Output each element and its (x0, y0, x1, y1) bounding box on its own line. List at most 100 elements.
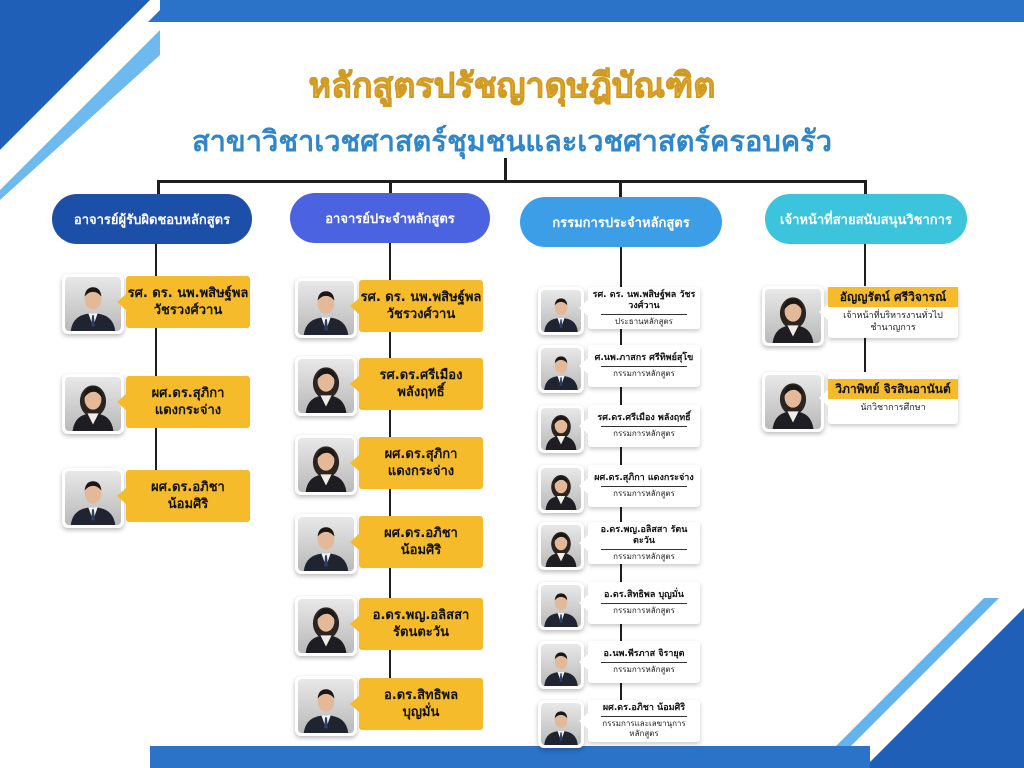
person-silhouette-icon (545, 532, 577, 567)
person-name: อ.ดร.พญ.อลิสสา รัตนตะวัน (600, 524, 688, 546)
person-role: กรรมการหลักสูตร (613, 489, 675, 498)
person-name: ผศ.ดร.สุภิกา แดงกระจ่าง (594, 473, 694, 483)
person-silhouette-icon (544, 711, 578, 745)
nameplate: รศ. ดร. นพ.พสิษฐ์พล วัชรวงศ์วาน (350, 280, 483, 332)
divider (601, 662, 687, 663)
person-name-line1: รศ. ดร. นพ.พสิษฐ์พล (360, 290, 482, 305)
person-name-line1: อ.ดร.พญ.อลิสสา (372, 608, 470, 623)
portrait-photo (538, 582, 584, 630)
portrait-photo (538, 641, 584, 689)
person-name-line1: ผศ.ดร.สุภิกา (384, 447, 458, 462)
person-name-line2: พลังฤทธิ์ (397, 385, 445, 400)
portrait-photo (538, 287, 584, 335)
portrait-photo (295, 356, 357, 416)
portrait-photo (62, 468, 124, 528)
bottom-accent-bar (150, 746, 870, 768)
person-name: รศ.ดร.ศรีเมือง พลังฤทธิ์ (597, 413, 691, 423)
nameplate: อ.ดร.พญ.อลิสสา รัตนตะวัน กรรมการหลักสูตร (579, 522, 700, 564)
person-role: กรรมการหลักสูตร (613, 429, 675, 438)
connector-drop-4 (864, 180, 867, 196)
person-name: อัญญรัตน์ ศรีวิจารณ์ (828, 287, 958, 307)
header-program-faculty: อาจารย์ประจำหลักสูตร (290, 193, 490, 243)
person-name: ศ.นพ.ภาสกร ศรีทิพย์สุโข (594, 353, 694, 363)
person-name-line2: น้อมศิริ (167, 497, 209, 512)
person-name: อ.นพ.พีรภาส จิรายุต (603, 649, 685, 659)
divider (601, 426, 687, 427)
person-silhouette-icon (772, 297, 814, 343)
portrait-photo (538, 345, 584, 393)
nameplate: อัญญรัตน์ ศรีวิจารณ์ เจ้าหน้าที่บริหารงา… (819, 286, 958, 338)
person-role: กรรมการหลักสูตร (613, 551, 675, 561)
nameplate: อ.ดร.พญ.อลิสสา รัตนตะวัน (350, 598, 483, 650)
person-silhouette-icon (544, 356, 578, 390)
top-accent-bar (0, 0, 1024, 22)
person-name: ผศ.ดร.อภิชา น้อมศิริ (602, 703, 686, 713)
person-silhouette-icon (70, 287, 116, 331)
person-name-line1: ผศ.ดร.อภิชา (384, 526, 458, 541)
person-silhouette-icon (544, 298, 578, 332)
person-silhouette-icon (305, 367, 347, 413)
nameplate: ผศ.ดร.อภิชา น้อมศิริ (350, 516, 483, 568)
person-name-line2: แดงกระจ่าง (154, 403, 222, 418)
connector-column-1 (155, 244, 157, 484)
person-role: กรรมการหลักสูตร (613, 606, 675, 615)
person-role: เจ้าหน้าที่บริหารงานทั่วไป ชำนาญการ (843, 311, 943, 333)
nameplate: ผศ.ดร.อภิชา น้อมศิริ (117, 470, 250, 522)
portrait-photo (62, 374, 124, 434)
nameplate: รศ.ดร.ศรีเมือง พลังฤทธิ์ (350, 358, 483, 410)
person-silhouette-icon (72, 385, 114, 431)
person-silhouette-icon (303, 527, 349, 571)
header-program-committee: กรรมการประจำหลักสูตร (520, 197, 722, 247)
portrait-photo (538, 465, 584, 513)
divider (601, 548, 687, 550)
divider (601, 486, 687, 487)
nameplate: รศ. ดร. นพ.พสิษฐ์พล วัชรวงศ์วาน (117, 276, 250, 328)
portrait-photo (762, 372, 824, 432)
connector-horizontal (157, 180, 866, 183)
diagram-title: หลักสูตรปรัชญาดุษฎีบัณฑิต (308, 66, 716, 107)
person-silhouette-icon (544, 652, 578, 686)
connector-trunk (504, 158, 507, 182)
nameplate: ผศ.ดร.สุภิกา แดงกระจ่าง กรรมการหลักสูตร (579, 465, 700, 507)
portrait-photo (295, 278, 357, 338)
person-silhouette-icon (303, 689, 349, 733)
portrait-photo (62, 274, 124, 334)
divider (601, 313, 687, 315)
portrait-photo (295, 676, 357, 736)
nameplate: ผศ.ดร.สุภิกา แดงกระจ่าง (350, 437, 483, 489)
connector-drop-3 (619, 180, 622, 200)
portrait-photo (295, 596, 357, 656)
person-role: กรรมการหลักสูตร (613, 665, 675, 674)
portrait-photo (538, 700, 584, 748)
nameplate: ผศ.ดร.สุภิกา แดงกระจ่าง (117, 376, 250, 428)
person-silhouette-icon (545, 475, 577, 510)
person-silhouette-icon (70, 481, 116, 525)
person-role: นักวิชาการศึกษา (860, 403, 926, 413)
person-name-line1: อ.ดร.สิทธิพล (383, 688, 459, 703)
person-name-line1: รศ. ดร. นพ.พสิษฐ์พล (127, 286, 249, 301)
person-role: ประธานหลักสูตร (615, 316, 673, 326)
nameplate: อ.นพ.พีรภาส จิรายุต กรรมการหลักสูตร (579, 641, 700, 683)
connector-drop-1 (157, 180, 160, 196)
person-role: กรรมการหลักสูตร (613, 369, 675, 378)
person-name: อ.ดร.สิทธิพล บุญมั่น (604, 590, 684, 600)
nameplate: ศ.นพ.ภาสกร ศรีทิพย์สุโข กรรมการหลักสูตร (579, 345, 700, 387)
person-name-line2: วัชรวงศ์วาน (153, 303, 223, 318)
person-name-line2: วัชรวงศ์วาน (386, 307, 456, 322)
corner-decoration-bottom-right (814, 598, 1024, 768)
portrait-photo (538, 522, 584, 570)
person-name-line2: บุญมั่น (402, 705, 440, 720)
divider (601, 716, 687, 717)
person-name-line1: ผศ.ดร.สุภิกา (151, 386, 225, 401)
nameplate: ผศ.ดร.อภิชา น้อมศิริ กรรมการและเลขานุการ… (579, 700, 700, 742)
person-name-line2: น้อมศิริ (400, 543, 442, 558)
nameplate: รศ.ดร.ศรีเมือง พลังฤทธิ์ กรรมการหลักสูตร (579, 405, 700, 447)
divider (601, 603, 687, 604)
nameplate: อ.ดร.สิทธิพล บุญมั่น (350, 678, 483, 730)
person-silhouette-icon (305, 607, 347, 653)
portrait-photo (295, 435, 357, 495)
person-silhouette-icon (544, 593, 578, 627)
person-name: รศ. ดร. นพ.พสิษฐ์พล วัชรวงศ์วาน (592, 289, 696, 311)
divider (601, 366, 687, 367)
person-name: วิภาพิทย์ จิรสินอานันต์ (828, 379, 958, 399)
